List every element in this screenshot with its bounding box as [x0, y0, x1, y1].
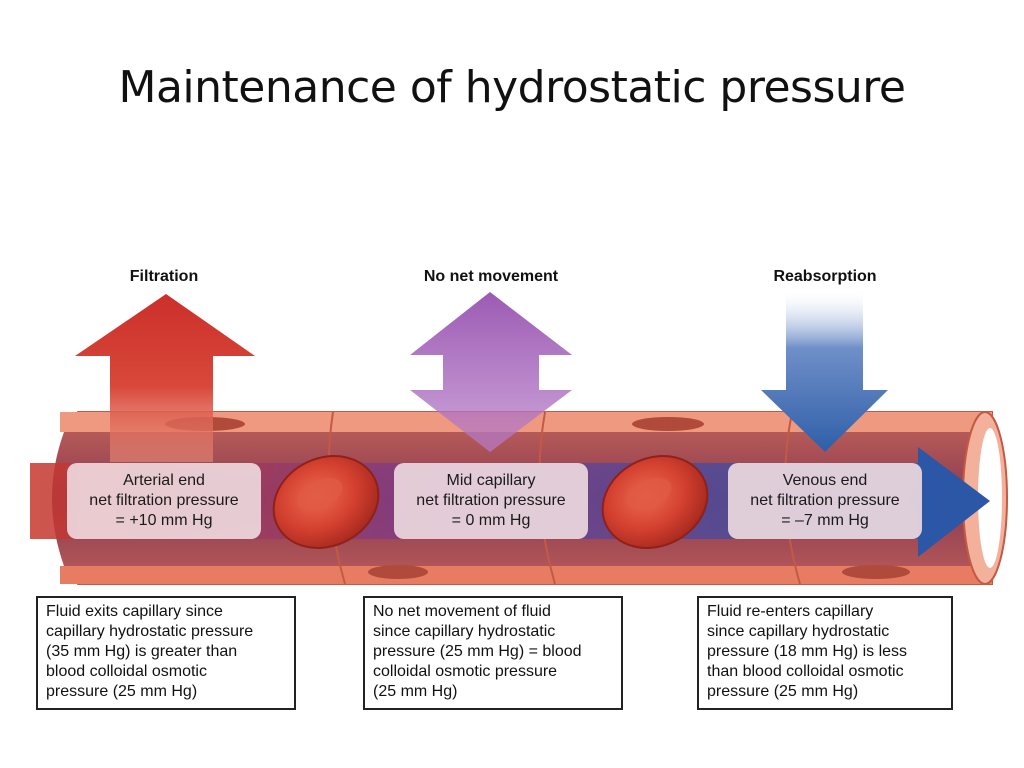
box-line: (25 mm Hg): [373, 683, 458, 700]
box-line: pressure (25 mm Hg) = blood: [373, 643, 582, 660]
label-line: = –7 mm Hg: [781, 512, 869, 529]
red-blood-cell: [272, 455, 380, 549]
label-line: net filtration pressure: [750, 492, 900, 509]
red-blood-cell: [601, 455, 709, 549]
box-line: than blood colloidal osmotic: [707, 663, 904, 680]
box-line: Fluid re-enters capillary: [707, 603, 874, 620]
box-line: pressure (25 mm Hg): [46, 683, 198, 700]
mid-capillary-label: Mid capillary net filtration pressure = …: [394, 463, 588, 539]
label-line: = 0 mm Hg: [451, 512, 531, 529]
label-line: net filtration pressure: [89, 492, 239, 509]
label-line: Mid capillary: [446, 472, 536, 489]
reabsorption-arrow-icon: [761, 292, 888, 452]
box-line: No net movement of fluid: [373, 603, 551, 620]
heading-filtration: Filtration: [129, 268, 199, 285]
page-title: Maintenance of hydrostatic pressure: [118, 62, 906, 113]
box-line: (35 mm Hg) is greater than: [46, 643, 238, 660]
label-line: Venous end: [782, 472, 868, 489]
no-net-movement-explanation-box: No net movement of fluid since capillary…: [363, 596, 623, 710]
box-line: capillary hydrostatic pressure: [46, 623, 254, 640]
label-line: net filtration pressure: [416, 492, 566, 509]
venous-end-label: Venous end net filtration pressure = –7 …: [728, 463, 922, 539]
box-line: pressure (18 mm Hg) is less: [707, 643, 908, 660]
heading-no-net-movement: No net movement: [423, 268, 559, 285]
label-line: = +10 mm Hg: [115, 512, 213, 529]
box-line: blood colloidal osmotic: [46, 663, 207, 680]
box-line: since capillary hydrostatic: [707, 623, 890, 640]
box-line: pressure (25 mm Hg): [707, 683, 859, 700]
label-line: Arterial end: [123, 472, 205, 489]
box-line: Fluid exits capillary since: [46, 603, 223, 620]
arterial-end-label: Arterial end net filtration pressure = +…: [67, 463, 261, 539]
filtration-explanation-box: Fluid exits capillary since capillary hy…: [36, 596, 296, 710]
filtration-arrow-icon: [75, 294, 255, 462]
box-line: since capillary hydrostatic: [373, 623, 556, 640]
heading-reabsorption: Reabsorption: [773, 268, 877, 285]
no-net-movement-arrow-icon: [410, 292, 572, 452]
box-line: colloidal osmotic pressure: [373, 663, 558, 680]
reabsorption-explanation-box: Fluid re-enters capillary since capillar…: [697, 596, 953, 710]
